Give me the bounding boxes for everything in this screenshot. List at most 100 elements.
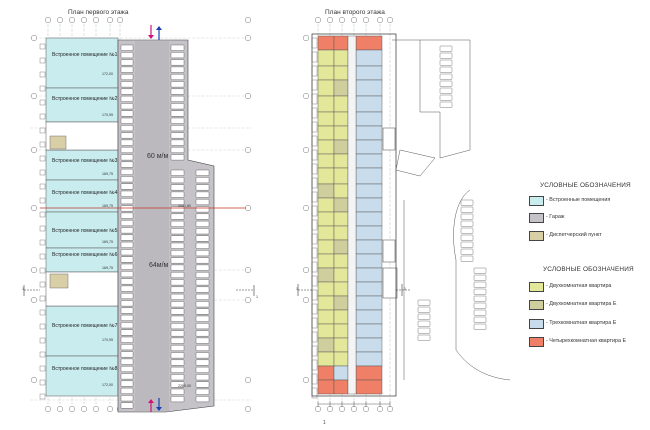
apartment-inner <box>355 295 383 311</box>
apartment-outer <box>317 379 335 395</box>
apartment-inner <box>355 139 383 155</box>
legend-label-builtin: - Встроенные помещения <box>546 197 611 203</box>
room-label-4: Встроенное помещение №4 <box>52 190 118 196</box>
parking-stall <box>439 87 453 94</box>
parking-stall <box>120 176 134 183</box>
balcony <box>311 205 318 217</box>
column <box>39 267 46 274</box>
parking-stall <box>195 206 210 213</box>
parking-stall <box>120 336 134 343</box>
balcony <box>311 191 318 203</box>
parking-stall <box>120 351 134 358</box>
section-mark-left-2: 1 <box>296 287 298 291</box>
apartment-middle <box>333 295 349 311</box>
room-label-6: Встроенное помещение №6 <box>52 252 118 258</box>
parking-capacity-lower: 64м/м <box>149 262 169 269</box>
entry-arrow-head <box>148 399 154 403</box>
grid-bubble <box>244 17 251 24</box>
grid-bubble <box>244 267 251 274</box>
column <box>39 127 46 134</box>
grid-bubble <box>106 406 113 413</box>
parking-area-upper: 2051,80 <box>178 204 191 208</box>
parking-stall <box>417 299 431 306</box>
ramp <box>395 149 436 177</box>
parking-stall <box>170 235 185 242</box>
room-area-7: 170,95 <box>102 338 113 342</box>
grid-bubble <box>80 17 87 24</box>
column <box>39 211 46 218</box>
parking-stall <box>120 358 134 365</box>
parking-stall <box>120 344 134 351</box>
column <box>39 183 46 190</box>
parking-stall <box>473 274 487 281</box>
balcony <box>311 275 318 287</box>
parking-stall <box>120 314 134 321</box>
exit-arrow-head <box>156 407 162 411</box>
grid-bubble <box>351 406 358 413</box>
grid-bubble <box>351 17 358 24</box>
apartment-outer <box>317 323 335 339</box>
balcony <box>311 387 318 399</box>
column <box>39 281 46 288</box>
parking-stall <box>170 293 185 300</box>
apartment-outer <box>317 139 335 155</box>
parking-stall <box>195 272 210 278</box>
column <box>39 169 46 176</box>
parking-stall <box>120 74 134 80</box>
apartment-inner <box>355 153 383 169</box>
apartment-outer <box>317 65 335 81</box>
parking-stall <box>170 381 185 388</box>
parking-stall <box>417 334 431 341</box>
parking-stall <box>460 220 474 227</box>
legend-label-dispatch: - Диспетчерский пункт <box>546 232 602 238</box>
grid-bubble <box>80 406 87 413</box>
parking-stall <box>170 323 185 330</box>
grid-bubble <box>377 17 384 24</box>
room-area-2: 170,95 <box>102 113 113 117</box>
parking-stall <box>195 220 210 227</box>
column <box>39 155 46 162</box>
parking-stall <box>120 402 134 409</box>
parking-stall <box>195 330 210 337</box>
parking-stall <box>120 198 134 205</box>
column <box>39 141 46 148</box>
parking-stall <box>170 169 185 176</box>
grid-bubble <box>116 17 123 24</box>
grid-bubble <box>244 204 251 211</box>
parking-stall <box>120 278 134 285</box>
apartment-middle <box>333 211 349 227</box>
grid-bubble <box>377 406 384 413</box>
parking-stall <box>120 103 134 110</box>
balcony <box>311 79 318 91</box>
room-label-8: Встроенное помещение №8 <box>52 366 118 372</box>
grid-bubble <box>327 406 334 413</box>
grid-bubble <box>315 17 322 24</box>
grid-bubble <box>244 35 251 42</box>
building-outline <box>311 33 397 397</box>
apartment-outer <box>317 153 335 169</box>
parking-stall <box>120 52 134 59</box>
parking-stall <box>120 300 134 307</box>
parking-stall <box>473 302 487 309</box>
garage <box>117 39 215 413</box>
parking-stall <box>417 320 431 327</box>
parking-stall <box>120 147 134 153</box>
parking-stall <box>170 199 185 205</box>
parking-stall <box>460 234 474 241</box>
room-label-2: Встроенное помещение №2 <box>52 96 118 102</box>
column <box>39 225 46 232</box>
parking-stall <box>120 95 134 102</box>
apartment-middle <box>333 79 349 97</box>
parking-stall <box>170 250 185 257</box>
parking-stall <box>120 234 134 241</box>
parking-stall <box>195 359 210 366</box>
apartment-outer <box>317 267 335 283</box>
parking-stall <box>120 373 134 380</box>
room-area-6: 169,75 <box>102 266 113 270</box>
parking-stall <box>473 316 487 323</box>
apartment-inner <box>355 65 383 81</box>
balcony <box>311 303 318 315</box>
parking-stall <box>439 52 453 59</box>
apartment-outer <box>317 211 335 227</box>
legend-swatch-garage <box>529 213 544 223</box>
